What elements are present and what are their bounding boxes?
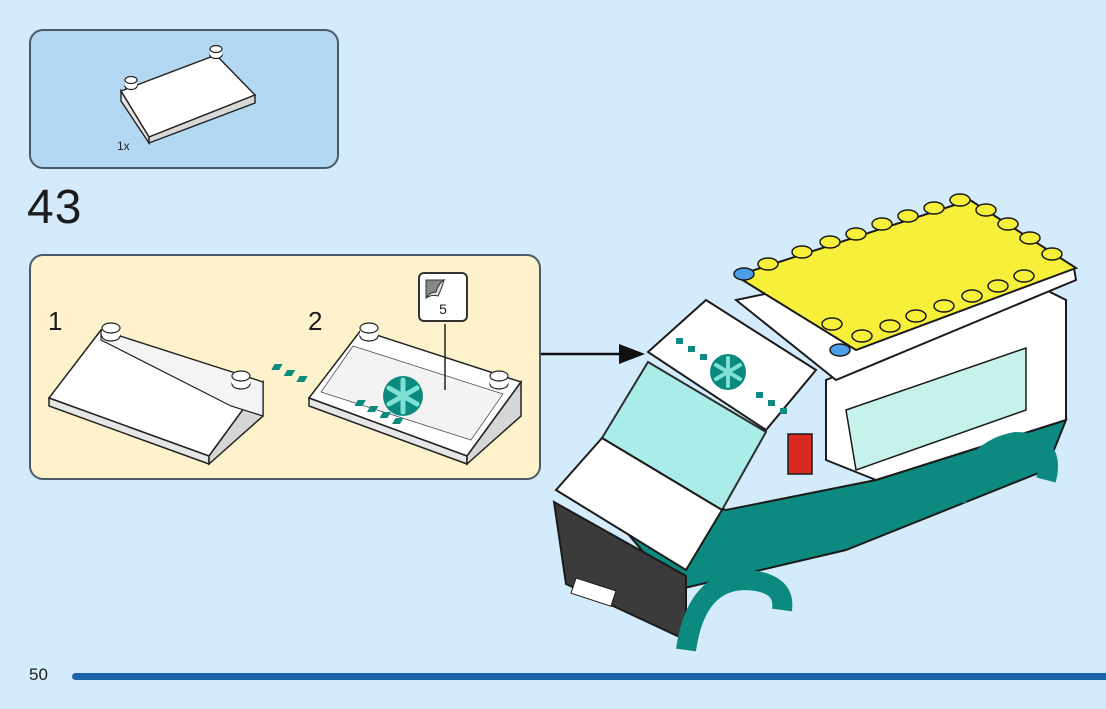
step-number: 43 <box>27 182 82 234</box>
page-progress-bar <box>72 673 1106 680</box>
page-number: 50 <box>29 665 48 685</box>
white-slope-brick-icon <box>31 31 341 171</box>
part-quantity: 1x <box>117 139 130 153</box>
parts-callout: 1x <box>29 29 339 169</box>
ambulance-model-icon <box>546 180 1106 660</box>
sticker-number: 5 <box>420 301 466 317</box>
sticker-number-callout: 5 <box>418 272 468 322</box>
